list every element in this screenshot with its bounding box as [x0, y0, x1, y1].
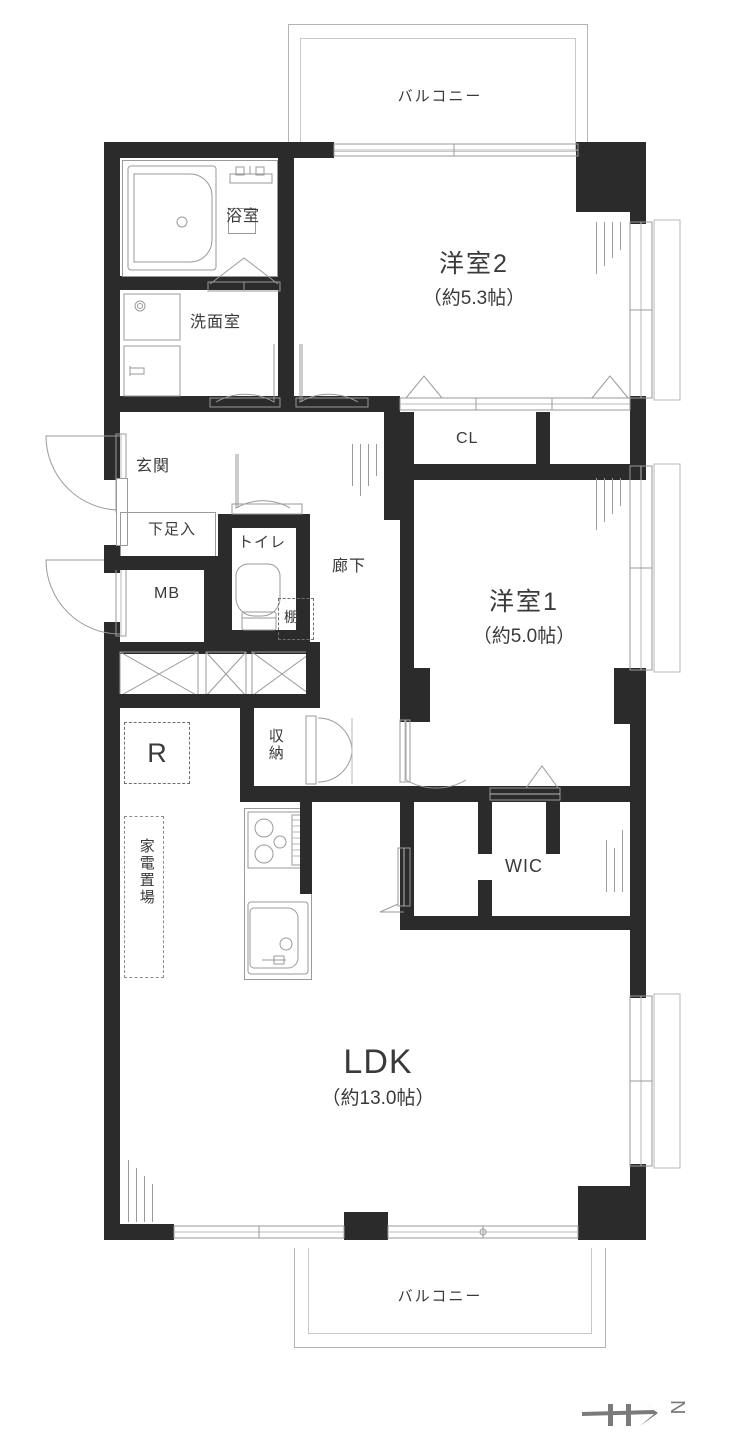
wall-cl-left [384, 396, 400, 520]
wall-exterior-right-a [630, 210, 646, 224]
room-yoshitsu1-area: （約5.0帖） [472, 626, 576, 647]
washing-machine-icon [123, 345, 181, 397]
cl-door-marker-right [591, 375, 629, 399]
meter-box-label: MB [154, 585, 180, 602]
window-yoshitsu2-right [629, 219, 681, 401]
wall-toilet-top [218, 514, 310, 528]
bathroom-label: 浴室 [226, 208, 261, 225]
wic-door[interactable] [379, 847, 430, 914]
wall-washroom-bottom [120, 396, 294, 412]
shower-fitting-icon [229, 166, 273, 184]
vanity-sink-icon [123, 293, 181, 341]
wall-exterior-top-left [104, 142, 334, 158]
wall-exterior-bottom-left [104, 1224, 174, 1240]
kitchen-sink-icon [247, 901, 309, 975]
gas-stove-icon [247, 811, 309, 869]
bathtub-icon [127, 165, 217, 271]
bathroom-door[interactable] [207, 252, 281, 292]
balcony-top-inner [300, 38, 576, 152]
wall-toilet-left [218, 514, 232, 642]
wall-ps-top [104, 642, 320, 654]
wall-toilet-right [296, 514, 310, 642]
window-yoshitsu1-wic [489, 787, 561, 801]
storage-shuno-label: 収納 [266, 728, 284, 762]
refrigerator-label: R [147, 738, 167, 768]
shelf-outline [278, 598, 314, 640]
window-yoshitsu1-right [629, 463, 681, 673]
hallway-door-a[interactable] [295, 344, 372, 410]
wall-washroom-bottom-r [294, 396, 310, 412]
north-arrow-icon [582, 1400, 658, 1426]
entrance-label: 玄関 [136, 458, 171, 475]
window-ldk-right [629, 993, 681, 1169]
pipe-shaft-icon-2 [205, 651, 247, 697]
pipe-shaft-icon-3 [251, 651, 313, 697]
pipe-shaft-icon-1 [119, 651, 199, 697]
kitchen-counter-outline [244, 808, 312, 980]
closet-cl-label: CL [456, 430, 479, 447]
wall-cl-divider [536, 412, 550, 464]
balcony-bottom-outline [294, 1248, 606, 1348]
ldk-sliding-door-right[interactable] [387, 1224, 579, 1240]
room-yoshitsu2-name: 洋室2 [439, 250, 509, 278]
wic-label: WIC [505, 856, 543, 876]
toilet-door[interactable] [231, 454, 304, 516]
closet-sliding-door-cl[interactable] [399, 396, 631, 412]
wall-shuno-bottom [240, 786, 400, 802]
balcony-bottom-label: バルコニー [397, 1288, 483, 1305]
refrigerator-space-outline [124, 722, 190, 784]
wall-ps-right [306, 642, 320, 708]
entrance-door-upper[interactable] [26, 430, 127, 513]
wic-door-marker [525, 765, 559, 789]
wall-bath-bottom [120, 276, 278, 290]
appliance-space-label: 家電置場 [137, 838, 155, 906]
wall-wic-bottom [400, 916, 646, 930]
toilet-label: トイレ [238, 534, 287, 551]
wall-hall-top [310, 396, 384, 412]
wall-wic-divider-b [546, 802, 560, 854]
balcony-bottom-inner [308, 1248, 592, 1334]
cl-door-marker-left [405, 375, 443, 399]
yoshitsu1-door[interactable] [396, 718, 478, 789]
shoe-cabinet-label: 下足入 [148, 521, 197, 538]
wall-exterior-right-c [630, 410, 646, 468]
washroom-label: 洗面室 [190, 314, 242, 331]
room-yoshitsu1-name: 洋室1 [489, 588, 559, 616]
wall-exterior-right-e [630, 1164, 646, 1204]
wall-exterior-left-lower [104, 622, 120, 1240]
appliance-space-outline [124, 816, 164, 978]
room-yoshitsu2-area: （約5.3帖） [422, 288, 526, 309]
wall-yoshitsu1-left-pillar [400, 668, 430, 722]
toilet-icon [235, 563, 281, 631]
wall-shuno-left [240, 708, 254, 790]
bathroom-outline [122, 160, 278, 277]
room-ldk-area: （約13.0帖） [321, 1088, 435, 1109]
hallway-label: 廊下 [332, 558, 367, 575]
wall-exterior-right-d [630, 668, 646, 998]
room-ldk-name: LDK [343, 1043, 413, 1081]
balcony-top-label: バルコニー [397, 88, 483, 105]
bath-stool-icon [228, 208, 256, 234]
wall-ps-bottom [104, 694, 320, 708]
wall-mb-right [204, 556, 218, 642]
wall-exterior-left-upper [104, 142, 120, 432]
wall-mb-top [104, 556, 216, 570]
wall-yoshitsu1-left [400, 412, 414, 708]
wall-bath-right [278, 142, 294, 404]
compass-north-label: N [666, 1400, 688, 1415]
washroom-door[interactable] [206, 344, 282, 410]
wall-cl-bottom [400, 464, 646, 480]
wall-exterior-top-right-block [576, 142, 646, 212]
shelf-label: 棚 [284, 609, 298, 625]
wall-wic-divider-a [478, 802, 492, 854]
ldk-sliding-door-left[interactable] [173, 1224, 345, 1240]
wall-exterior-bottom-pillar [344, 1212, 388, 1240]
wall-kitchen-right [300, 802, 312, 894]
storage-shuno-doors[interactable] [305, 714, 366, 786]
window-yoshitsu2-top [333, 143, 579, 157]
wall-wic-divider-c [478, 880, 492, 926]
